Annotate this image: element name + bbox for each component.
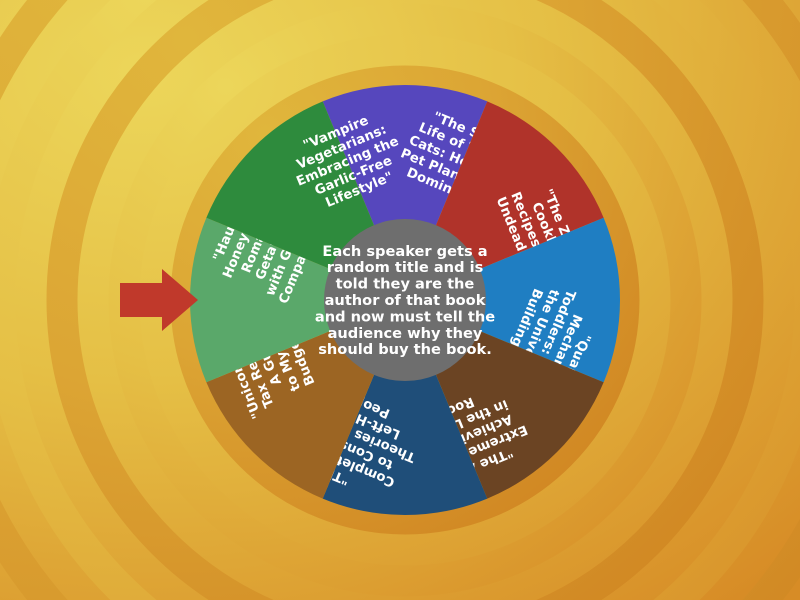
background-ring xyxy=(46,0,764,600)
segment-conspiracy-left-handed-wedge[interactable] xyxy=(322,300,488,515)
spinner-pointer-arrow[interactable] xyxy=(120,269,198,331)
segment-haunted-honeymoon-wedge[interactable] xyxy=(190,217,405,383)
wheel-hub xyxy=(324,219,486,381)
segment-quantum-mechanics-toddlers-wedge[interactable] xyxy=(405,217,620,383)
spinner-pointer[interactable] xyxy=(120,269,198,331)
segment-secret-life-talking-cats-wedge[interactable] xyxy=(322,84,488,300)
